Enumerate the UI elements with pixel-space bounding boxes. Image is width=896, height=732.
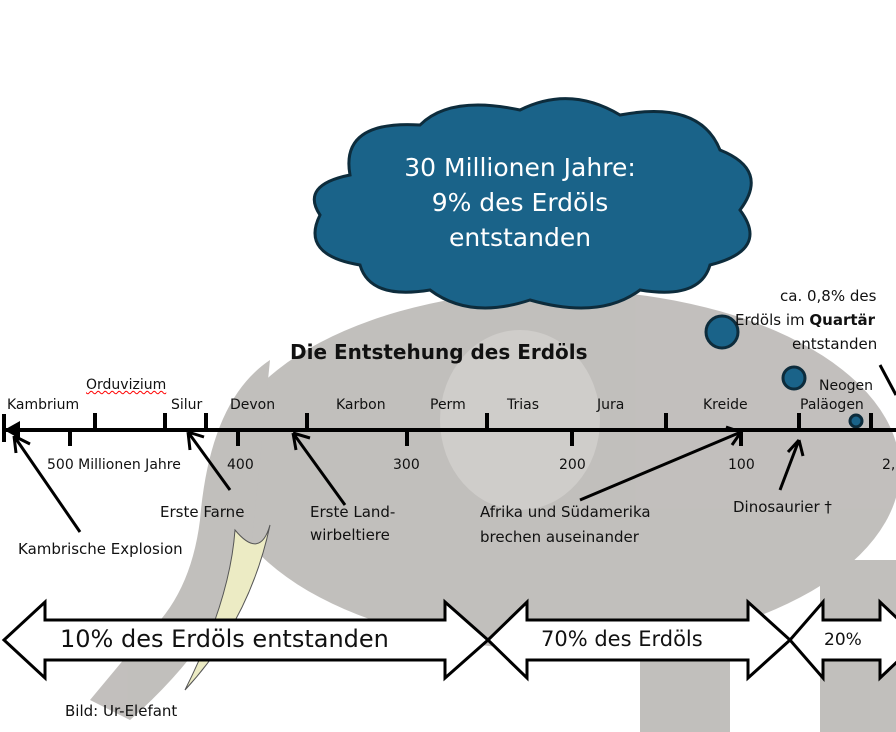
cloud-line: entstanden (448, 223, 592, 252)
period-label: Neogen (819, 378, 874, 394)
range-label: 10% des Erdöls entstanden (60, 625, 389, 653)
period-label: Silur (171, 397, 203, 413)
quartaer-note: ca. 0,8% des Erdöls im Quartär entstande… (735, 284, 878, 356)
tick-label: 100 (728, 457, 755, 473)
range-label: 70% des Erdöls (541, 627, 703, 651)
cloud-shape (312, 97, 753, 310)
timeline-axis (2, 413, 896, 446)
note-bold: Quartär (809, 311, 876, 329)
cloud-line: 9% des Erdöls (431, 188, 609, 217)
period-label: Perm (430, 397, 466, 413)
dots (704, 314, 864, 429)
event-label: Afrika und Südamerika (480, 503, 651, 521)
range-arrows (1, 597, 896, 683)
cloud-line: 30 Millionen Jahre: (404, 153, 636, 182)
event-label: wirbeltiere (310, 526, 390, 544)
note-line: entstanden (792, 335, 878, 353)
tick-label: 500 Millionen Jahre (47, 457, 181, 473)
note-line: Erdöls im (735, 311, 810, 329)
image-caption: Bild: Ur-Elefant (65, 702, 178, 720)
tick-label: 200 (559, 457, 586, 473)
period-label: Kreide (703, 397, 748, 413)
event-label: brechen auseinander (480, 528, 639, 546)
tick-label: 300 (393, 457, 420, 473)
period-label: Orduvizium (86, 377, 167, 393)
period-label: Trias (507, 397, 540, 413)
page-title: Die Entstehung des Erdöls (290, 340, 588, 364)
period-label: Paläogen (800, 397, 864, 413)
cloud-text: 30 Millionen Jahre: 9% des Erdöls entsta… (340, 150, 700, 255)
note-line: ca. 0,8% des (780, 287, 877, 305)
range-label: 20% (824, 630, 862, 650)
event-label: Erste Land- (310, 503, 396, 521)
period-label: Kambrium (7, 397, 80, 413)
event-arrows (12, 364, 896, 533)
tick-label: 2, (882, 457, 896, 473)
period-label: Jura (597, 397, 625, 413)
event-label: Kambrische Explosion (18, 540, 183, 558)
period-label: Karbon (336, 397, 386, 413)
event-label: Erste Farne (160, 503, 245, 521)
tick-label: 400 (227, 457, 254, 473)
period-label: Devon (230, 397, 276, 413)
event-label: Dinosaurier † (733, 498, 832, 516)
